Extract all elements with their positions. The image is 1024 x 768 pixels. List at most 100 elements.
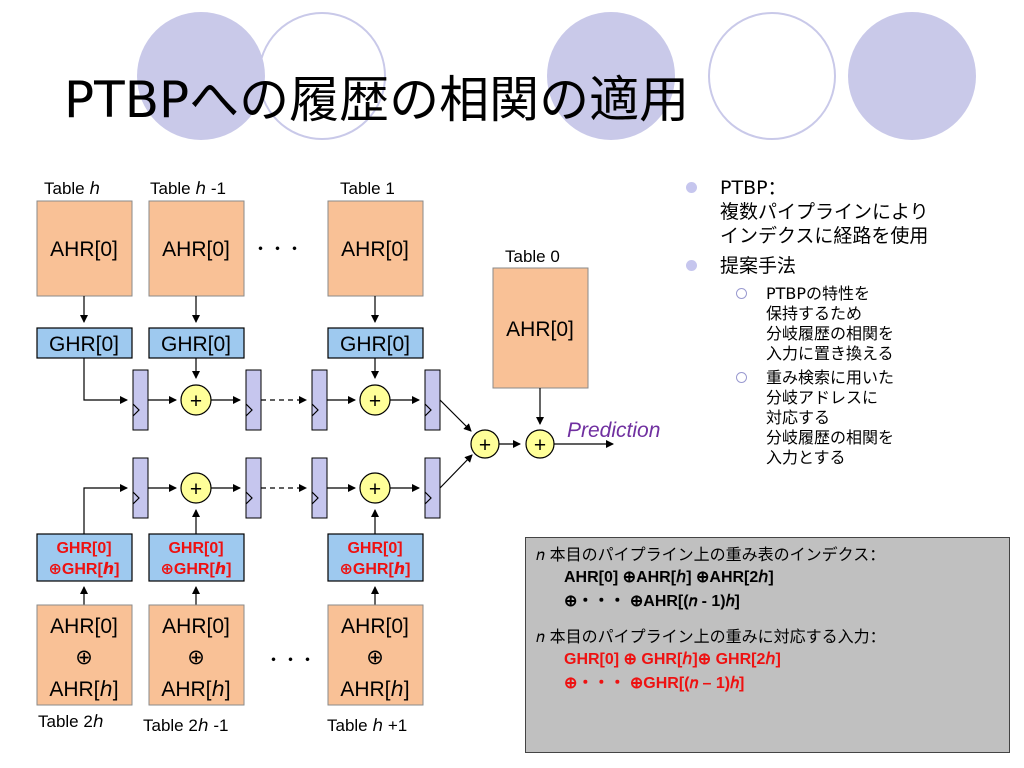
bottom-ghr-line1-table-h-plus-1: GHR[0] xyxy=(347,540,402,557)
ahr-label-table-h: AHR[0] xyxy=(50,238,118,261)
pipeline-register-top-1 xyxy=(132,369,149,431)
bottom-ahr-box-table-2h xyxy=(36,604,133,706)
ghr-label-table-h-minus-1: GHR[0] xyxy=(161,333,231,356)
xor-top-1-symbol: + xyxy=(190,390,202,413)
pipeline-register-bottom-2 xyxy=(245,457,262,519)
clock-mark-top-2 xyxy=(245,403,253,417)
sub-bullet-2-line: 重み検索に用いた xyxy=(766,368,895,387)
sub-bullet-1: PTBPの特性を 保持するため 分岐履歴の相関を 入力に置き換える xyxy=(686,284,1016,364)
bottom-ghr-box-table-2h xyxy=(36,533,133,582)
pipeline-register-bottom-3 xyxy=(311,457,328,519)
xor-bottom-2-symbol: + xyxy=(369,478,381,501)
bullet-ptbp-line: PTBP： xyxy=(720,177,787,199)
table-label-h: Table ℎ xyxy=(44,179,100,198)
xor-top-2-symbol: + xyxy=(369,390,381,413)
ghr-label-table-h: GHR[0] xyxy=(49,333,119,356)
ahr-box-table-h xyxy=(36,200,133,297)
clock-mark-bottom-1 xyxy=(132,491,140,505)
clock-mark-bottom-4 xyxy=(424,491,432,505)
bottom-ghr-line1-table-2h-minus-1: GHR[0] xyxy=(168,540,223,557)
decorative-circle-4 xyxy=(708,12,836,140)
sub-bullet-1-line: 分岐履歴の相関を xyxy=(766,324,895,343)
ghr-box-table-h xyxy=(36,327,133,359)
bottom-ellipsis: ・・・ xyxy=(265,651,316,670)
decorative-circle-2 xyxy=(258,12,386,140)
bullet-ptbp-line: 複数パイプラインにより xyxy=(720,201,929,223)
table-label-0: Table 0 xyxy=(505,247,560,266)
bullet-dot-icon xyxy=(686,182,697,193)
bottom-ghr-line2-table-2h-minus-1: ⊕GHR[ℎ] xyxy=(160,561,231,578)
bottom-ahr-line2-table-h-plus-1: ⊕ xyxy=(366,646,384,669)
sub-bullet-1-line: 入力に置き換える xyxy=(766,344,894,363)
bottom-ahr-line3-table-2h-minus-1: AHR[ℎ] xyxy=(161,678,230,701)
clock-mark-bottom-3 xyxy=(311,491,319,505)
bottom-ahr-box-table-h-plus-1 xyxy=(327,604,424,706)
sub-bullet-2-line: 入力とする xyxy=(766,448,846,467)
bottom-ahr-line2-table-2h-minus-1: ⊕ xyxy=(187,646,205,669)
bullet-proposal-line: 提案手法 xyxy=(720,255,797,277)
sub-bullet-1-line: 保持するため xyxy=(766,304,863,323)
ahr-box-table-1 xyxy=(327,200,424,297)
bullet-list: PTBP： 複数パイプラインにより インデクスに経路を使用 提案手法 PTBPの… xyxy=(686,176,1016,472)
pipeline-register-bottom-4 xyxy=(424,457,441,519)
bottom-ahr-line1-table-h-plus-1: AHR[0] xyxy=(341,615,409,638)
xor-output-symbol: + xyxy=(534,434,546,457)
ahr-label-table-0: AHR[0] xyxy=(506,318,574,341)
ghr-box-table-1 xyxy=(327,327,424,359)
bottom-ghr-box-table-2h-minus-1 xyxy=(148,533,245,582)
pipeline-register-top-2 xyxy=(245,369,262,431)
decorative-circle-1 xyxy=(137,12,265,140)
bullet-ptbp-line: インデクスに経路を使用 xyxy=(720,225,929,247)
wire-top-to-final-xor xyxy=(439,399,472,432)
pipeline-register-top-4 xyxy=(424,369,441,431)
ghr-label-table-1: GHR[0] xyxy=(340,333,410,356)
prediction-label: Prediction xyxy=(567,419,660,442)
decorative-circle-3 xyxy=(547,12,675,140)
bottom-ahr-line2-table-2h: ⊕ xyxy=(75,646,93,669)
table-label-h-plus-1: Table ℎ +1 xyxy=(327,716,407,735)
pipeline-register-top-3 xyxy=(311,369,328,431)
bottom-ahr-line3-table-2h: AHR[ℎ] xyxy=(49,678,118,701)
decorative-circle-5 xyxy=(848,12,976,140)
ahr-label-table-h-minus-1: AHR[0] xyxy=(162,238,230,261)
clock-mark-top-3 xyxy=(311,403,319,417)
xor-combine-symbol: + xyxy=(479,434,491,457)
clock-mark-bottom-2 xyxy=(245,491,253,505)
xor-bottom-1-symbol: + xyxy=(190,478,202,501)
clock-mark-top-4 xyxy=(424,403,432,417)
top-ellipsis: ・・・ xyxy=(252,240,303,259)
formula-input-line2: ⊕・・・ ⊕GHR[(𝑛 – 1)ℎ] xyxy=(564,675,745,692)
ahr-box-table-h-minus-1 xyxy=(148,200,245,297)
bullet-dot-icon xyxy=(686,260,697,271)
bullet-proposal: 提案手法 xyxy=(686,254,1016,278)
formula-heading-index: 𝑛 本目のパイプライン上の重み表のインデクス： xyxy=(536,545,886,564)
sub-bullet-2-line: 分岐履歴の相関を xyxy=(766,428,895,447)
sub-bullet-2: 重み検索に用いた 分岐アドレスに 対応する 分岐履歴の相関を 入力とする xyxy=(686,368,1016,468)
sub-bullet-2-line: 対応する xyxy=(766,408,831,427)
slide-title: PTBPへの履歴の相関の適用 xyxy=(64,71,690,129)
ahr-box-table-0 xyxy=(492,267,589,389)
formula-input-line1: GHR[0] ⊕ GHR[ℎ]⊕ GHR[2ℎ] xyxy=(564,651,781,668)
wire-bottom-ghr-to-reg1 xyxy=(83,484,128,534)
bottom-ahr-line1-table-2h: AHR[0] xyxy=(50,615,118,638)
sub-bullet-1-line: PTBPの特性を xyxy=(766,284,871,303)
bottom-ghr-line2-table-2h: ⊕GHR[ℎ] xyxy=(48,561,119,578)
bottom-ahr-line1-table-2h-minus-1: AHR[0] xyxy=(162,615,230,638)
bottom-ghr-line1-table-2h: GHR[0] xyxy=(56,540,111,557)
bottom-ghr-box-table-h-plus-1 xyxy=(327,533,424,582)
clock-mark-top-1 xyxy=(132,403,140,417)
formula-heading-input: 𝑛 本目のパイプライン上の重みに対応する入力： xyxy=(536,627,886,646)
bottom-ghr-line2-table-h-plus-1: ⊕GHR[ℎ] xyxy=(339,561,410,578)
pipeline-register-bottom-1 xyxy=(132,457,149,519)
table-label-2h-minus-1: Table 2ℎ -1 xyxy=(143,716,228,735)
formula-index-line1: AHR[0] ⊕AHR[ℎ] ⊕AHR[2ℎ] xyxy=(564,569,774,586)
wire-bottom-to-final-xor xyxy=(439,454,473,489)
formula-index-line2: ⊕・・・ ⊕AHR[(𝑛 - 1)ℎ] xyxy=(564,593,740,610)
table-label-h-minus-1: Table ℎ -1 xyxy=(150,179,226,198)
table-label-2h: Table 2ℎ xyxy=(38,712,104,731)
wire-ghr-h-to-reg1 xyxy=(83,358,128,404)
sub-bullet-2-line: 分岐アドレスに xyxy=(766,388,879,407)
bottom-ahr-box-table-2h-minus-1 xyxy=(148,604,245,706)
bullet-ptbp: PTBP： 複数パイプラインにより インデクスに経路を使用 xyxy=(686,176,1016,248)
ahr-label-table-1: AHR[0] xyxy=(341,238,409,261)
